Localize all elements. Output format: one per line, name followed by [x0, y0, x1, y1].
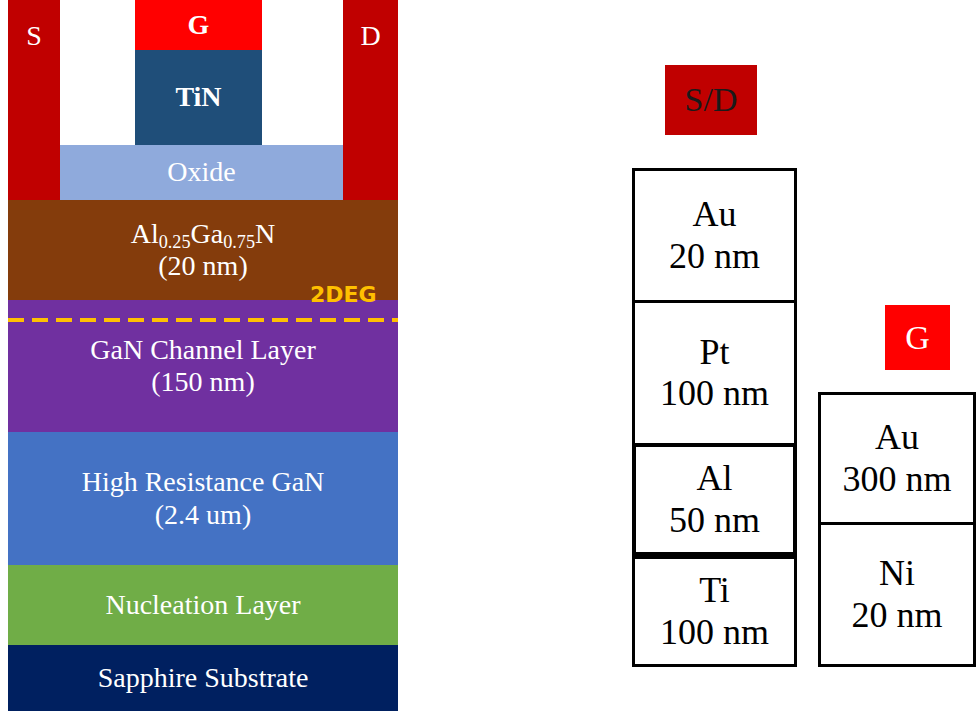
- metal-layer-box: Au300 nm: [818, 392, 976, 525]
- gate-electrode: G: [135, 0, 262, 50]
- metal-layer-box: Pt100 nm: [632, 300, 797, 446]
- layer-text: S/D: [685, 80, 738, 119]
- layer-text: Ti: [699, 570, 730, 611]
- metal-layer-box: Al50 nm: [632, 443, 797, 556]
- metal-layer-box: Au20 nm: [632, 168, 797, 303]
- metal-layer-box: Ni20 nm: [818, 522, 976, 667]
- layer-text: (150 nm): [151, 366, 254, 398]
- gan-channel-layer: GaN Channel Layer(150 nm): [8, 300, 398, 432]
- layer-text: Al: [697, 458, 733, 499]
- layer-text: 20 nm: [669, 236, 760, 277]
- layer-text: (2.4 um): [155, 499, 251, 531]
- layer-text: (20 nm): [158, 250, 247, 282]
- layer-text: G: [905, 318, 930, 357]
- sd-stack-title: S/D: [665, 65, 757, 135]
- tin-layer: TiN: [135, 50, 262, 145]
- layer-text: 300 nm: [842, 459, 951, 500]
- high-resistance-gan-layer: High Resistance GaN(2.4 um): [8, 432, 398, 565]
- layer-text: 20 nm: [851, 595, 942, 636]
- layer-text: TiN: [175, 81, 221, 113]
- gate-stack-title: G: [885, 305, 950, 370]
- layer-text: Oxide: [167, 156, 235, 188]
- twodeg-label: 2DEG: [310, 282, 377, 307]
- nucleation-layer: Nucleation Layer: [8, 565, 398, 645]
- layer-text: High Resistance GaN: [82, 466, 325, 498]
- layer-text: Au: [875, 417, 919, 458]
- layer-text: Al0.25Ga0.75N: [131, 218, 276, 250]
- layer-text: 100 nm: [660, 612, 769, 653]
- layer-text: Pt: [699, 332, 729, 373]
- layer-text: S: [26, 20, 42, 52]
- layer-text: G: [188, 9, 210, 41]
- layer-text: Sapphire Substrate: [98, 662, 309, 694]
- layer-text: Nucleation Layer: [105, 589, 300, 621]
- layer-text: 50 nm: [669, 500, 760, 541]
- layer-text: 100 nm: [660, 373, 769, 414]
- layer-text: Au: [693, 194, 737, 235]
- layer-text: D: [360, 20, 380, 52]
- layer-text: Ni: [879, 553, 915, 594]
- metal-layer-box: Ti100 nm: [632, 556, 797, 667]
- layer-text: GaN Channel Layer: [90, 334, 315, 366]
- sapphire-substrate: Sapphire Substrate: [8, 645, 398, 711]
- source-electrode: S: [8, 0, 60, 200]
- oxide-layer: Oxide: [60, 145, 343, 200]
- drain-electrode: D: [343, 0, 398, 200]
